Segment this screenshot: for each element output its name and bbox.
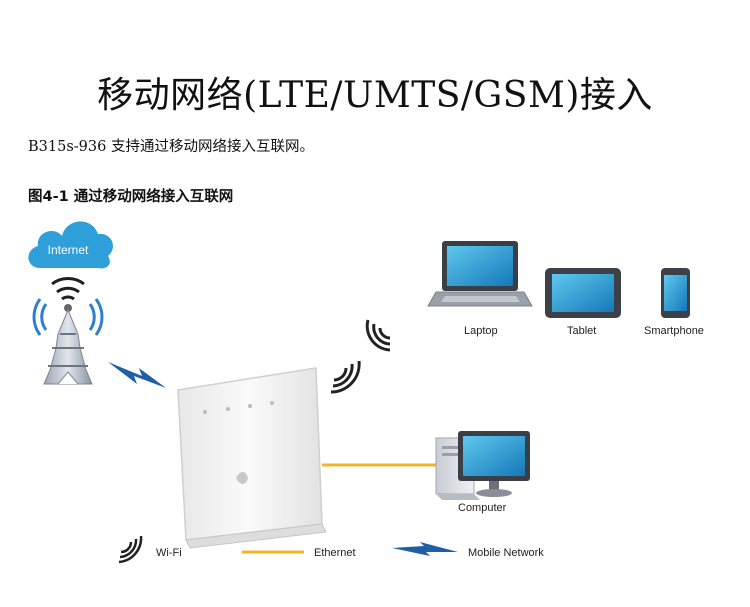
smartphone-icon — [661, 268, 690, 318]
page-title: 移动网络(LTE/UMTS/GSM)接入 — [97, 75, 653, 116]
router-wifi-waves-icon — [330, 360, 361, 394]
laptop-wifi-waves-icon — [365, 319, 391, 352]
cell-tower-icon — [32, 277, 104, 385]
laptop-icon — [427, 241, 533, 307]
legend-ethernet-label: Ethernet — [314, 547, 356, 559]
legend-wifi-icon — [118, 535, 143, 564]
router-icon — [177, 367, 327, 549]
laptop-label: Laptop — [464, 325, 498, 337]
intro-text: B315s-936 支持通过移动网络接入互联网。 — [28, 139, 314, 155]
smartphone-label: Smartphone — [644, 325, 704, 337]
cloud-label: Internet — [48, 243, 89, 257]
computer-icon — [435, 431, 530, 500]
mobile-network-bolt — [108, 362, 166, 388]
legend-mobile-bolt — [392, 542, 458, 556]
tablet-label: Tablet — [567, 325, 596, 337]
tablet-icon — [545, 268, 621, 318]
legend-mobile-label: Mobile Network — [468, 547, 544, 559]
legend-wifi-label: Wi-Fi — [156, 547, 182, 559]
legend: Wi-Fi Ethernet Mobile Network — [118, 535, 544, 564]
internet-cloud-icon: Internet — [28, 221, 113, 269]
figure-caption: 图4-1 通过移动网络接入互联网 — [28, 189, 234, 205]
computer-label: Computer — [458, 502, 507, 514]
